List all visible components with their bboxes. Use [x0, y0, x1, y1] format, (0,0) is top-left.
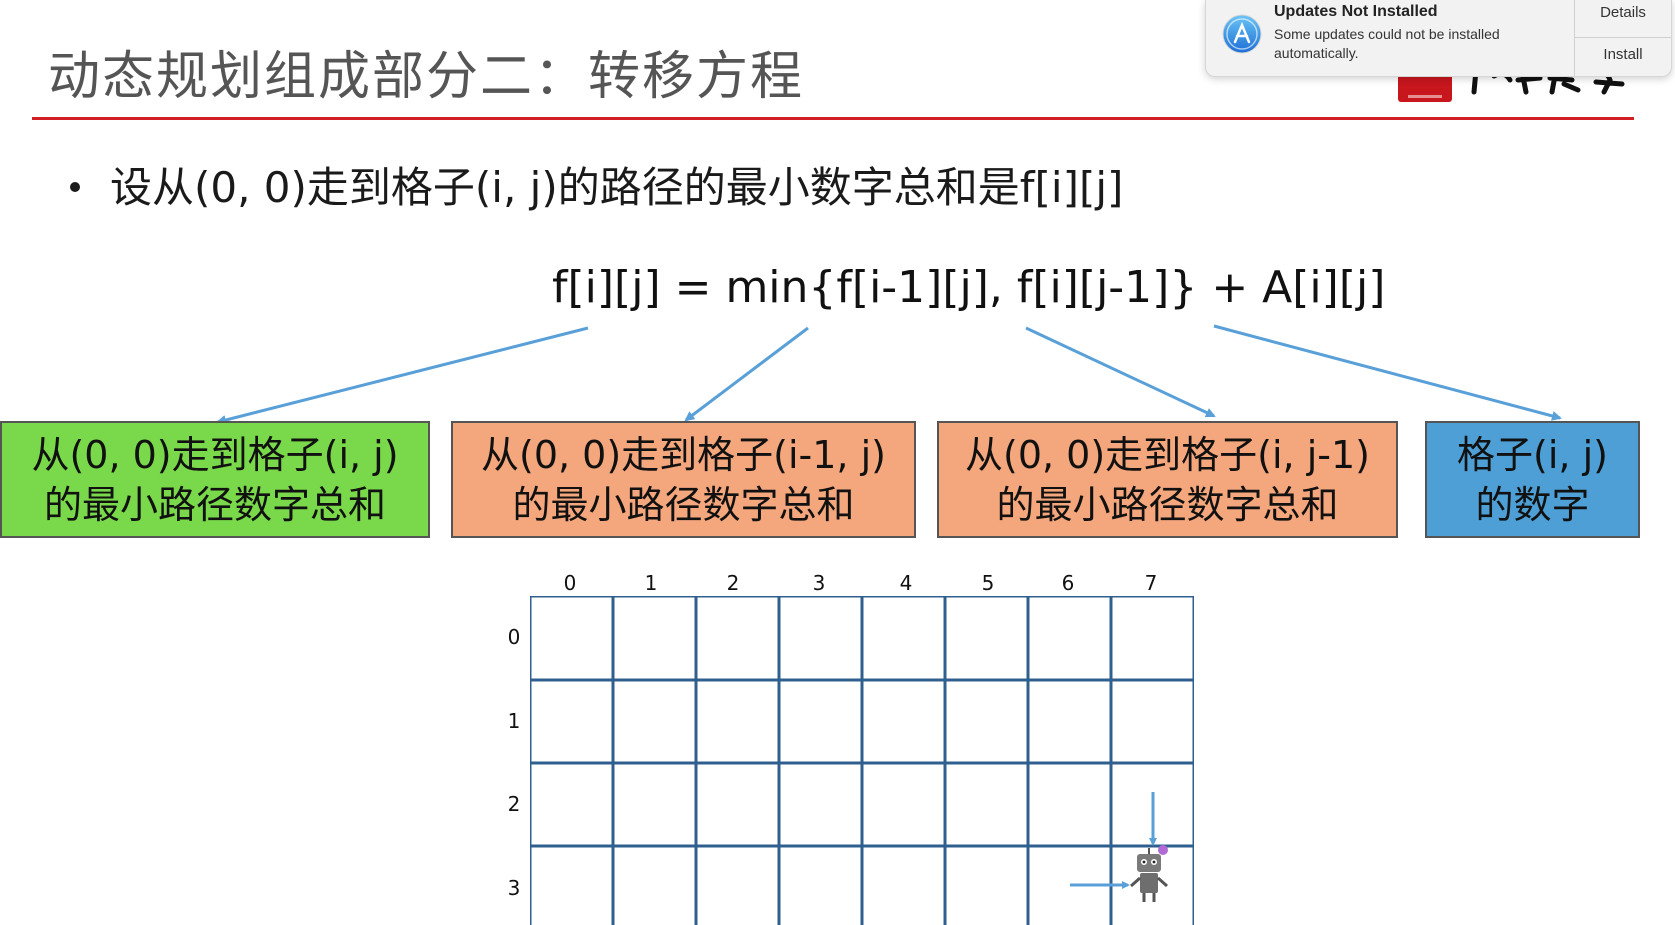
grid-lines	[530, 596, 1194, 925]
grid-col-label: 0	[563, 571, 577, 595]
bullet-dot	[70, 181, 80, 192]
install-button[interactable]: Install	[1603, 46, 1643, 63]
arrow-to-aij	[1213, 324, 1562, 421]
grid-col-label: 4	[899, 571, 913, 595]
transition-formula: f[i][j] = min{f[i-1][j], f[i][j-1]} + A[…	[552, 262, 1386, 313]
robot-icon	[1130, 845, 1168, 902]
box-f-ij-line2: 的最小路径数字总和	[43, 482, 386, 527]
grid-row-label: 1	[507, 709, 521, 733]
grid-col-label: 2	[726, 571, 740, 595]
notification-title: Updates Not Installed	[1274, 3, 1438, 20]
title-rule	[32, 117, 1634, 120]
box-a-ij: 格子(i, j) 的数字	[1425, 421, 1640, 538]
grid-col-label: 6	[1061, 571, 1075, 595]
grid-col-label: 7	[1144, 571, 1158, 595]
box-f-ij: 从(0, 0)走到格子(i, j) 的最小路径数字总和	[0, 421, 430, 538]
grid-board	[530, 596, 1194, 925]
box-f-ij-line1: 从(0, 0)走到格子(i, j)	[31, 432, 399, 477]
app-store-icon	[1222, 14, 1262, 54]
details-button[interactable]: Details	[1575, 0, 1671, 38]
box-a-ij-line2: 的数字	[1475, 482, 1590, 527]
box-f-i-minus-1-j-line2: 的最小路径数字总和	[512, 482, 855, 527]
arrow-to-fi1j	[684, 326, 809, 422]
update-notification[interactable]: Updates Not Installed Some updates could…	[1205, 0, 1672, 77]
notification-actions: Details Install	[1574, 0, 1671, 76]
box-a-ij-line1: 格子(i, j)	[1457, 432, 1608, 477]
notification-body: Some updates could not be installed auto…	[1274, 26, 1500, 61]
box-f-i-j-minus-1-line2: 的最小路径数字总和	[996, 482, 1339, 527]
arrow-to-fij	[216, 326, 589, 425]
bullet-definition: 设从(0, 0)走到格子(i, j)的路径的最小数字总和是f[i][j]	[70, 154, 1123, 215]
grid-col-label: 5	[981, 571, 995, 595]
grid-col-label: 3	[812, 571, 826, 595]
grid-col-label: 1	[644, 571, 658, 595]
box-f-i-j-minus-1: 从(0, 0)走到格子(i, j-1) 的最小路径数字总和	[937, 421, 1398, 538]
box-f-i-minus-1-j: 从(0, 0)走到格子(i-1, j) 的最小路径数字总和	[451, 421, 916, 538]
arrow-to-fij1	[1025, 326, 1216, 418]
bullet-text: 设从(0, 0)走到格子(i, j)的路径的最小数字总和是f[i][j]	[110, 163, 1124, 212]
box-f-i-minus-1-j-line1: 从(0, 0)走到格子(i-1, j)	[481, 432, 886, 477]
grid-row-label: 2	[507, 792, 521, 816]
grid-row-label: 3	[507, 876, 521, 900]
box-f-i-j-minus-1-line1: 从(0, 0)走到格子(i, j-1)	[965, 432, 1370, 477]
grid-row-label: 0	[507, 625, 521, 649]
slide-title: 动态规划组成部分二：转移方程	[48, 47, 805, 107]
